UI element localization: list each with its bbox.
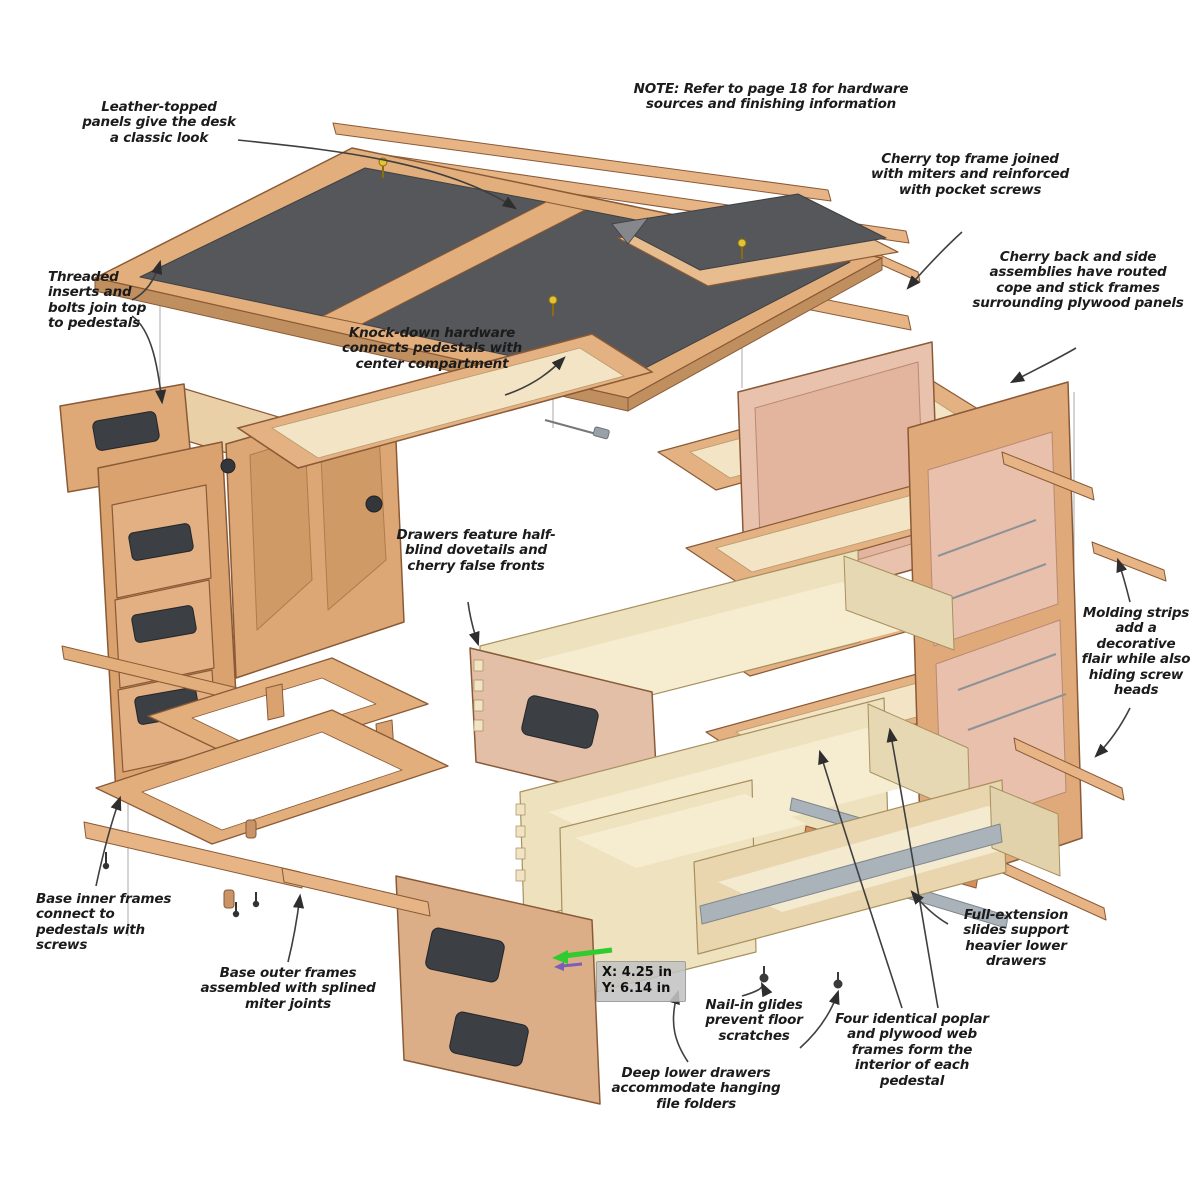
base-outer-frame-hole [141,731,403,831]
leather-sheet-loose [611,193,887,271]
molding-strip-right [1091,541,1167,582]
leader-full-extension [910,890,949,925]
leather-sheet-curl [611,217,649,245]
leader-glides-left [741,981,773,998]
callout-note: NOTE: Refer to page 18 for hardware sour… [633,81,909,113]
callout-nail-in-glides: Nail-in glides prevent floor scratches [705,997,803,1044]
leader-deep-lower [669,989,689,1063]
drawer-pull [521,695,599,749]
leader-cherry-top [906,231,963,290]
leader-lines [95,139,1131,1063]
screw-icon [548,295,558,316]
leader-threaded-down [131,315,167,405]
measure-arrow-green-icon [552,947,613,964]
callout-base-inner: Base inner frames connect to pedestals w… [36,891,172,954]
base-molding-strip [83,821,303,889]
leader-molding-down [1094,707,1131,758]
desk-top-divider-strip [322,201,586,325]
molding-strip-right [1013,737,1125,801]
glide [759,973,769,983]
drawer-box-interior [575,794,806,868]
callout-knock-down: Knock-down hardware connects pedestals w… [342,325,523,372]
side-assembly-panel [927,431,1059,647]
coordinate-y-readout: Y: 6.14 in [602,981,671,997]
drawer-pull [425,927,505,983]
leader-base-inner [95,795,122,887]
screw-icon [737,238,747,259]
leader-molding-up [1116,557,1131,603]
leader-web-frames-2 [886,727,939,1009]
leader-threaded-up [131,259,163,301]
center-drawers [395,549,1009,1105]
knockdown-fitting [592,426,610,440]
coordinate-overlay: X: 4.25 in Y: 6.14 in [596,961,686,1002]
leader-cherry-back [1009,347,1077,384]
callout-base-outer: Base outer frames assembled with splined… [200,965,376,1012]
base-corner-block [265,683,285,721]
drawer-box-interior [506,582,934,708]
measurement-arrows [552,947,613,971]
compartment-knob [220,458,236,474]
molding-strip-right [1001,451,1095,501]
leader-dovetails [467,601,480,647]
compartment-tray-panel [271,347,625,459]
callout-dovetails: Drawers feature half-blind dovetails and… [396,527,556,574]
molding-strip-top-1 [332,122,832,202]
coordinate-x-readout: X: 4.25 in [602,965,673,980]
top-assembly [94,122,921,412]
base-molding-strip [281,867,431,917]
knockdown-bolt [544,419,601,436]
leader-knockdown [504,356,566,396]
compartment-knob [365,495,383,513]
full-extension-slide [699,823,1003,925]
lower-right-drawer [693,779,1061,955]
center-compartment [220,333,654,513]
callout-molding-strips: Molding strips add a decorative flair wh… [1081,605,1191,698]
leader-leather [237,139,517,210]
callout-threaded-inserts: Threaded inserts and bolts join top to p… [48,269,147,332]
callout-web-frames: Four identical poplar and plywood web fr… [835,1011,989,1089]
glide [833,979,843,989]
callout-leather-topped: Leather-topped panels give the desk a cl… [82,99,236,146]
drawer-pull [92,411,160,451]
leader-web-frames-1 [818,749,903,1009]
drawer-pull [128,523,194,561]
drawer-pull [131,605,197,643]
base-dowel [245,819,257,839]
dovetail-joints [473,659,526,882]
drawer-box-back [843,555,955,651]
callout-cherry-top-frame: Cherry top frame joined with miters and … [870,151,1070,198]
base-frames [83,657,449,918]
desk-top-right-edge [627,257,883,412]
base-screws [102,852,260,918]
panel-screws [937,519,1067,731]
nail-in-glides [759,966,843,989]
measure-arrow-purple-icon [554,962,583,971]
leader-base-outer [287,893,305,963]
base-dowel [223,889,235,909]
callout-cherry-back-side: Cherry back and side assemblies have rou… [972,249,1184,312]
callout-deep-lower: Deep lower drawers accommodate hanging f… [611,1065,781,1112]
drawer-pull [449,1011,529,1067]
callout-full-extension: Full-extension slides support heavier lo… [963,907,1069,970]
leader-glides-right [799,989,840,1049]
